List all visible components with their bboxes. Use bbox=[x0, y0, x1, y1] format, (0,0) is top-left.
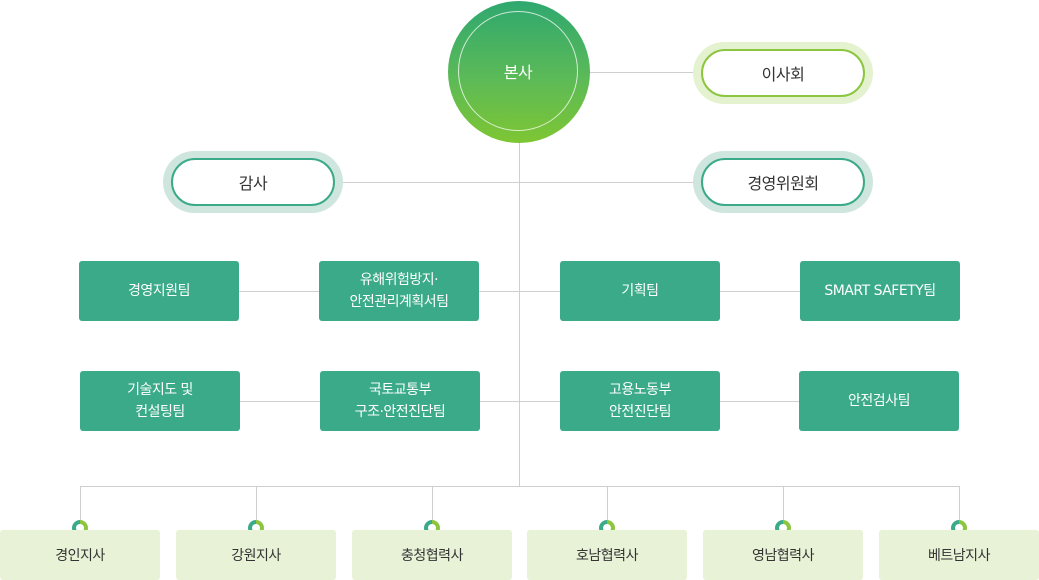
management-committee-label: 경영위원회 bbox=[701, 158, 865, 206]
connector-audit-committee bbox=[343, 182, 695, 183]
audit-node: 감사 bbox=[163, 151, 343, 213]
team-moel-safety-diagnosis: 고용노동부 안전진단팀 bbox=[560, 371, 720, 431]
team-safety-inspection: 안전검사팀 bbox=[799, 371, 959, 431]
connector-branch-3 bbox=[432, 486, 433, 522]
branch-label: 베트남지사 bbox=[928, 548, 990, 564]
connector-trunk bbox=[519, 143, 520, 486]
team-label-line2: 구조·안전진단팀 bbox=[354, 404, 446, 420]
team-label-line1: 고용노동부 bbox=[609, 382, 671, 398]
team-label-line2: 안전관리계획서팀 bbox=[349, 294, 449, 310]
team-management-support: 경영지원팀 bbox=[79, 261, 239, 321]
headquarters-node: 본사 bbox=[448, 1, 590, 143]
team-label: SMART SAFETY팀 bbox=[824, 283, 936, 299]
headquarters-label: 본사 bbox=[458, 11, 578, 131]
board-node: 이사회 bbox=[693, 42, 873, 104]
team-hazard-prevention-plan: 유해위험방지· 안전관리계획서팀 bbox=[319, 261, 479, 321]
team-label-line1: 기술지도 및 bbox=[127, 382, 193, 398]
connector-branch-5 bbox=[783, 486, 784, 522]
team-label-line1: 유해위험방지· bbox=[359, 272, 439, 288]
audit-label: 감사 bbox=[171, 158, 335, 206]
team-label: 경영지원팀 bbox=[128, 283, 190, 299]
branch-label: 충청협력사 bbox=[401, 548, 463, 564]
branch-honam: 호남협력사 bbox=[527, 530, 687, 580]
branch-label: 영남협력사 bbox=[752, 548, 814, 564]
connector-hq-board bbox=[590, 72, 695, 73]
board-label: 이사회 bbox=[701, 49, 865, 97]
connector-branch-1 bbox=[80, 486, 81, 522]
branch-gangwon: 강원지사 bbox=[176, 530, 336, 580]
team-molit-structural-diagnosis: 국토교통부 구조·안전진단팀 bbox=[320, 371, 480, 431]
branch-chungcheong: 충청협력사 bbox=[352, 530, 512, 580]
team-label-line2: 컨설팅팀 bbox=[135, 404, 185, 420]
team-smart-safety: SMART SAFETY팀 bbox=[800, 261, 960, 321]
team-label: 기획팀 bbox=[621, 283, 659, 299]
branch-label: 강원지사 bbox=[231, 548, 281, 564]
branch-yeongnam: 영남협력사 bbox=[703, 530, 863, 580]
connector-row2 bbox=[240, 401, 799, 402]
management-committee-node: 경영위원회 bbox=[693, 151, 873, 213]
connector-branch-6 bbox=[959, 486, 960, 522]
branch-label: 호남협력사 bbox=[576, 548, 638, 564]
team-technical-consulting: 기술지도 및 컨설팅팀 bbox=[80, 371, 240, 431]
branch-label: 경인지사 bbox=[55, 548, 105, 564]
connector-branch-2 bbox=[256, 486, 257, 522]
connector-row1 bbox=[239, 291, 800, 292]
team-label-line2: 안전진단팀 bbox=[609, 404, 671, 420]
connector-branch-4 bbox=[607, 486, 608, 522]
branch-gyeongin: 경인지사 bbox=[0, 530, 160, 580]
connector-branches bbox=[80, 486, 960, 487]
team-label: 안전검사팀 bbox=[848, 393, 910, 409]
team-label-line1: 국토교통부 bbox=[369, 382, 431, 398]
branch-vietnam: 베트남지사 bbox=[879, 530, 1039, 580]
team-planning: 기획팀 bbox=[560, 261, 720, 321]
